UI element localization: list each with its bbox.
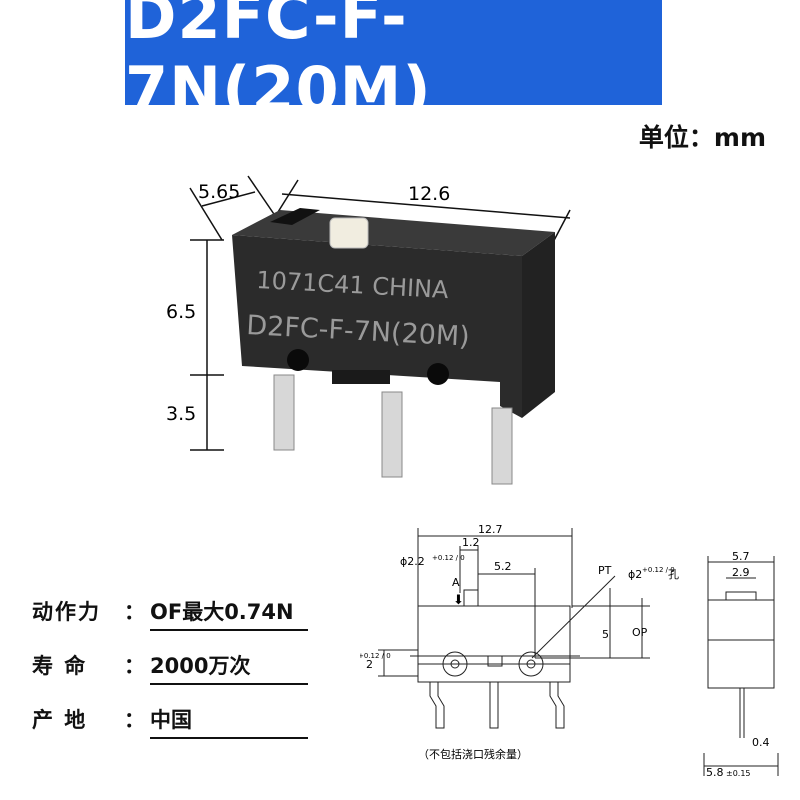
- dim-width-label: 5.65: [198, 181, 240, 203]
- hole-right-dia: ϕ2: [628, 568, 642, 581]
- switch-photo: 5.65 12.6 1071C41 CHINA D2FC-F-7N(20M) 6…: [166, 175, 571, 485]
- spec-value: OF最大0.74N: [150, 596, 308, 631]
- switch-body-top: [232, 210, 555, 256]
- hole-left-tol: +0.12 / 0: [432, 554, 465, 562]
- spec-label: 产 地: [32, 708, 88, 732]
- spec-value: 2000万次: [150, 650, 308, 685]
- dim-5-8: 5.8: [706, 766, 724, 779]
- product-title: D2FC-F-7N(20M): [125, 0, 432, 126]
- mount-hole-left: [287, 349, 309, 371]
- spec-lifespan: 寿 命 ：2000万次: [32, 650, 308, 686]
- hole-left-dia: ϕ2.2: [400, 555, 425, 568]
- spec-colon: ：: [124, 600, 145, 624]
- op-label: OP: [632, 626, 648, 639]
- drawing-side-view: 5.7 2.9 0.4 5.8 ±0.15: [703, 550, 779, 779]
- mount-hole-right: [427, 363, 449, 385]
- dim-body-height-label: 6.5: [166, 301, 196, 323]
- pin-left: [273, 374, 295, 451]
- dim-length-label: 12.6: [408, 183, 450, 205]
- drawing-front-view: 12.7 1.2 5.2 ϕ2.2 +0.12 / 0 PT ϕ2 +0.12 …: [360, 523, 679, 761]
- dim-0-4: 0.4: [752, 736, 770, 749]
- dim-5-7: 5.7: [732, 550, 750, 563]
- dim-1-2: 1.2: [462, 536, 480, 549]
- dim-line-width: [201, 191, 256, 207]
- dim-2-tol: +0.12 / 0: [360, 652, 391, 660]
- dim-5-2: 5.2: [494, 560, 512, 573]
- dim-5-8-tol: ±0.15: [726, 769, 751, 778]
- arrow-a-label: A: [452, 576, 460, 589]
- spec-label: 寿 命: [32, 654, 88, 678]
- dim-12-7: 12.7: [478, 523, 503, 536]
- switch-body-front: [232, 235, 522, 418]
- pt-label: PT: [598, 564, 612, 577]
- spec-origin: 产 地 ：中国: [32, 704, 308, 740]
- pin-middle: [381, 391, 403, 478]
- dim-line-length: [281, 193, 571, 219]
- spec-operating-force: 动作力 ：OF最大0.74N: [32, 596, 308, 632]
- dim-pin-length-label: 3.5: [166, 403, 196, 425]
- dim-5: 5: [602, 628, 609, 641]
- dim-2: 2: [366, 658, 373, 671]
- hole-right-tol: +0.12 / 0: [642, 566, 675, 574]
- title-banner: D2FC-F-7N(20M): [125, 0, 662, 126]
- spec-label: 动作力: [32, 600, 101, 624]
- drawing-note: （不包括浇口残余量）: [418, 747, 528, 761]
- pin-right: [491, 407, 513, 485]
- spec-colon: ：: [124, 708, 145, 732]
- hole-right-suffix: 孔: [668, 568, 679, 581]
- dim-2-9: 2.9: [732, 566, 750, 579]
- arrow-a-icon: ⬇: [453, 593, 464, 608]
- spec-value: 中国: [150, 704, 308, 739]
- switch-body-side: [522, 232, 555, 418]
- spec-colon: ：: [124, 654, 145, 678]
- unit-label: 单位：mm: [638, 123, 766, 152]
- actuator-plunger: [329, 217, 369, 249]
